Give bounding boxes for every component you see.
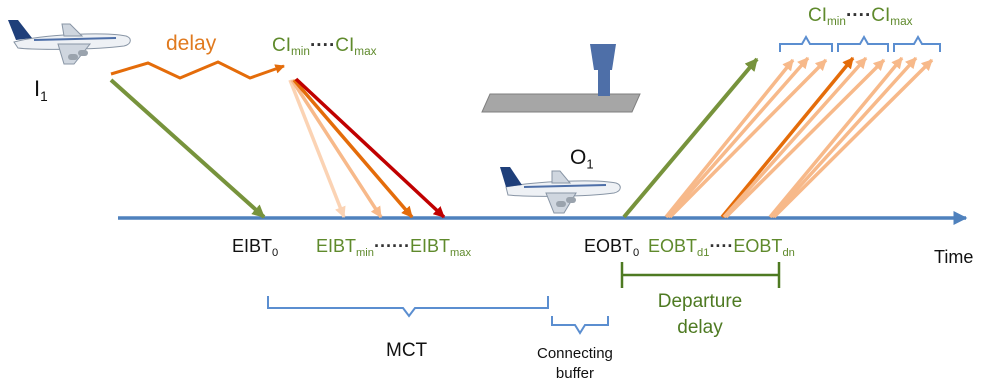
eibt0-sub: 0	[272, 246, 279, 259]
departure-delay-label: Departure delay	[648, 289, 752, 340]
eobt-d1-main: EOBT	[648, 236, 698, 256]
eibt-dots: ······	[374, 236, 410, 256]
eibt-min-sub: min	[356, 246, 374, 259]
eobt0-label: EOBT0	[584, 236, 639, 258]
connecting-buffer-line2: buffer	[555, 364, 594, 382]
inbound-airplane-icon	[8, 20, 131, 65]
ci-range-right: CImin····CImax	[808, 5, 913, 29]
ci-dots: ····	[309, 35, 336, 56]
arrival-fan-arrow	[288, 79, 346, 219]
ci-max-sub: max	[890, 15, 913, 29]
ci-dots: ····	[845, 5, 872, 26]
outbound-flight-main: O	[570, 146, 587, 169]
eibt0-label: EIBT0	[232, 236, 278, 258]
ci-max-main: CI	[871, 5, 891, 26]
departure-delay-line1: Departure	[657, 291, 743, 312]
delay-label: delay	[166, 32, 217, 55]
departure-fan-arrow	[772, 58, 934, 219]
ci-window-brace	[893, 34, 941, 52]
mct-brace	[267, 296, 549, 318]
ci-range-left: CImin····CImax	[272, 35, 377, 59]
departure-on-time-arrow	[622, 57, 759, 219]
ci-max-sub: max	[354, 45, 377, 59]
eobt-dn-sub: dn	[782, 246, 795, 259]
departure-fan-arrow	[722, 56, 868, 219]
departure-fan-arrow	[668, 58, 828, 219]
eibt0-main: EIBT	[232, 236, 273, 256]
eobt-range-label: EOBTd1····EOBTdn	[648, 236, 795, 258]
eibt-min-main: EIBT	[316, 236, 357, 256]
arrival-fan-arrow	[292, 78, 414, 219]
departure-delay-line2: delay	[677, 316, 723, 338]
outbound-airplane-icon	[500, 167, 621, 214]
on-time-arrival-arrow	[109, 78, 266, 219]
eobt0-sub: 0	[633, 246, 640, 259]
departure-fan-arrow	[770, 56, 918, 219]
ci-min-main: CI	[272, 35, 291, 56]
ci-window-brace	[837, 34, 889, 52]
delay-zigzag-arrow	[110, 60, 285, 80]
connecting-buffer-label: Connecting buffer	[537, 344, 613, 383]
outbound-flight-sub: 1	[586, 156, 594, 172]
eibt-max-main: EIBT	[409, 236, 450, 256]
eibt-max-sub: max	[449, 246, 472, 259]
mct-label: MCT	[386, 340, 428, 361]
control-tower-icon	[481, 44, 641, 113]
departure-fan-arrow	[666, 56, 810, 219]
departure-fan-arrow	[664, 58, 795, 219]
ci-max-main: CI	[335, 35, 355, 56]
ci-min-sub: min	[827, 15, 846, 29]
outbound-flight-label: O1	[570, 146, 594, 171]
departure-fan-arrow	[724, 58, 886, 219]
departure-fan-arrow	[720, 56, 855, 219]
ci-min-sub: min	[291, 45, 310, 59]
eobt-d1-sub: d1	[697, 246, 710, 259]
inbound-flight-sub: 1	[40, 88, 48, 104]
eobt-dots: ····	[709, 236, 734, 256]
departure-fan-arrow	[768, 56, 904, 219]
time-axis-label: Time	[934, 247, 974, 267]
inbound-flight-label: I1	[34, 76, 48, 104]
inbound-flight-main: I	[34, 76, 41, 101]
ci-min-main: CI	[808, 5, 827, 26]
arrival-fan-arrow	[290, 79, 383, 218]
eibt-range-label: EIBTmin······EIBTmax	[316, 236, 471, 258]
eobt-dn-main: EOBT	[733, 236, 783, 256]
connecting-buffer-brace	[551, 316, 609, 335]
arrival-fan-arrow	[294, 77, 446, 219]
departure-delay-bracket	[620, 262, 781, 288]
ci-window-brace	[779, 34, 833, 52]
connecting-buffer-line1: Connecting	[537, 345, 613, 362]
eobt0-main: EOBT	[584, 236, 634, 256]
